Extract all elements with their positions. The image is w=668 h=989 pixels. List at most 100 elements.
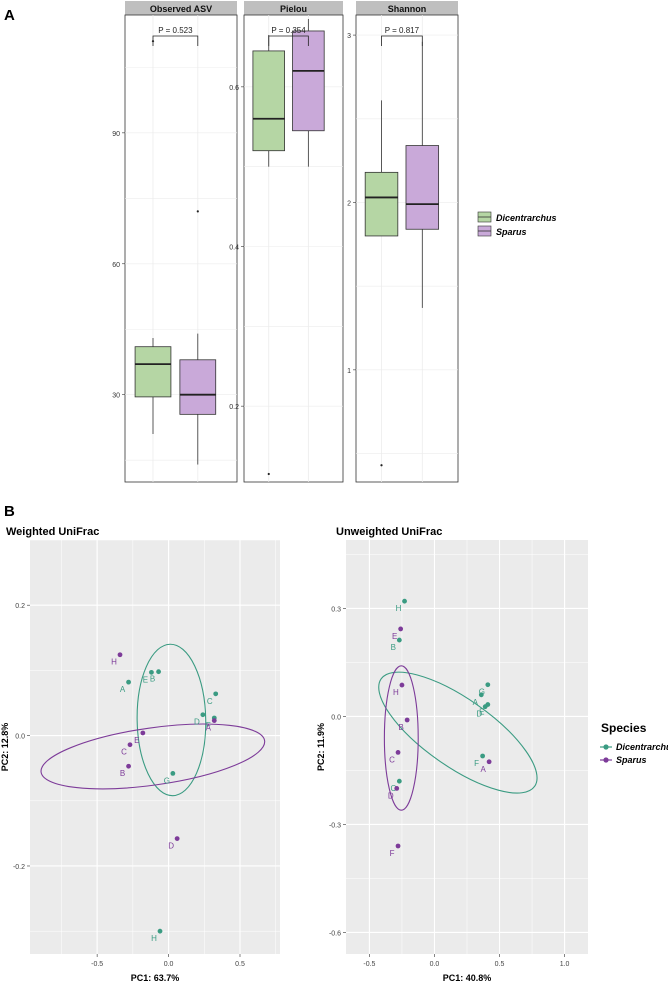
legend-a: Dicentrarchus Sparus [477,211,557,237]
point-sparus-e [140,730,146,736]
point-label: F [390,849,395,858]
point-label: B [150,675,155,684]
point-sparus-a [486,759,492,765]
point-dicentrarchus-h [157,928,163,934]
ellipse-sparus [383,665,419,811]
box-dicentrarchus [252,34,285,476]
point-label: H [151,934,157,943]
point-label: C [390,784,396,793]
point-sparus-d [394,786,400,791]
significance-bracket [381,35,423,46]
y-tick-label: 0.2 [15,603,25,610]
panel-background [355,14,459,483]
box-sparus [292,18,325,167]
point-dicentrarchus-b [396,637,402,643]
outlier-point [196,210,199,213]
legend-a-label-dicentrarchus: Dicentrarchus [496,213,557,223]
box-body [292,30,325,132]
legend-b: Species Dicentrarchus Sparus [600,721,668,765]
x-tick-label: 1.0 [560,961,570,968]
legend-b-label-sparus: Sparus [616,755,647,765]
point-label: H [393,688,399,697]
point-dicentrarchus-g [485,682,491,688]
panel-title: Shannon [388,4,427,14]
outlier-point [267,472,270,476]
x-tick-label: 0.0 [164,961,174,968]
y-tick-label: 0.6 [229,85,239,92]
p-value-label: P = 0.523 [158,26,193,35]
point-label: D [388,791,394,800]
point-dicentrarchus-e [149,669,154,675]
y-axis-label: PC2: 12.8% [0,723,10,772]
point-sparus-h [399,682,405,688]
y-tick-label: 3 [347,33,351,40]
box-body [252,50,285,152]
point-dicentrarchus-c [213,691,219,697]
point-dicentrarchus-h [402,598,407,604]
boxplot-shannon: Shannon 1 2 3 P = 0.817 [347,1,459,483]
point-label: E [134,736,139,745]
point-dicentrarchus-c [396,778,402,784]
point-label: C [389,755,395,764]
x-tick-label: -0.5 [363,961,375,968]
point-label: D [476,710,482,719]
point-label: E [479,708,484,717]
y-tick-label: 0.2 [229,404,239,411]
point-dicentrarchus-b [156,669,161,675]
significance-bracket [152,35,199,46]
legend-b-label-dicentrarchus: Dicentrarchus [616,742,668,752]
panel-title: Observed ASV [150,4,212,14]
point-sparus-e [398,626,404,632]
point-sparus-f [395,843,401,849]
significance-bracket [268,35,309,46]
point-label: H [111,658,117,667]
y-tick-label: 0.0 [331,714,341,721]
y-tick-label: 2 [347,200,351,207]
y-tick-label: -0.6 [329,930,341,937]
x-tick-label: 0.5 [495,961,505,968]
box-sparus [405,41,440,308]
point-label: G [479,688,485,697]
legend-b-title: Species [601,721,647,735]
legend-b-marker-dicentrarchus [603,744,609,750]
point-dicentrarchus-g [170,771,176,776]
point-label: A [480,765,486,774]
point-label: E [392,632,397,641]
y-tick-label: 90 [112,131,120,138]
point-dicentrarchus-d [482,704,488,710]
panel-strip [356,1,458,15]
x-tick-label: 0.0 [430,961,440,968]
point-label: F [206,721,211,730]
ellipse-sparus [40,723,266,790]
point-label: B [391,643,396,652]
point-label: H [396,604,402,613]
plot-title: Weighted UniFrac [6,526,99,538]
panel-label-a: A [4,7,15,24]
plot-title: Unweighted UniFrac [336,526,442,538]
y-tick-label: 0.4 [229,245,239,252]
y-tick-label: 0.3 [331,606,341,613]
y-axis-label: PC2: 11.9% [316,723,326,771]
point-sparus-a [211,718,217,723]
point-sparus-b [126,763,131,769]
legend-a-label-sparus: Sparus [496,227,527,237]
point-label: C [121,748,127,757]
point-label: F [474,759,479,768]
point-sparus-c [395,750,401,755]
box-body [134,346,172,398]
p-value-label: P = 0.817 [385,26,420,35]
point-label: C [207,697,213,706]
p-value-label: P = 0.354 [271,26,306,35]
box-body [405,145,440,230]
point-label: A [120,685,126,694]
point-dicentrarchus-a [478,692,484,698]
x-axis-label: PC1: 63.7% [131,973,180,983]
point-sparus-b [404,717,410,723]
point-sparus-h [117,652,123,658]
y-tick-label: 1 [347,368,351,375]
